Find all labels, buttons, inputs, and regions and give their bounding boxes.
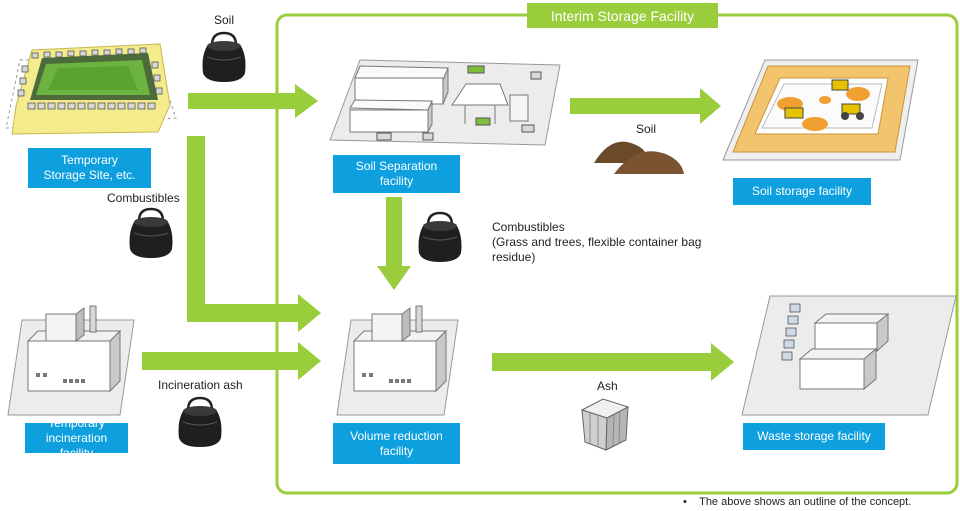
arrow-separation-to-volume-reduction [377, 197, 411, 290]
soil-separation-facility-illustration [329, 59, 561, 146]
ash-container-icon [580, 398, 630, 451]
soil-pile-icon [594, 141, 684, 174]
combustibles-flow-label: Combustibles [107, 191, 180, 205]
footnote-text: The above shows an outline of the concep… [699, 496, 912, 508]
temporary-storage-site-illustration [5, 43, 177, 135]
flexible-container-bag-icon [201, 31, 247, 84]
soil-output-label: Soil [636, 122, 657, 136]
interim-facility-title: Interim Storage Facility [527, 3, 718, 28]
footnote-bullet: • [683, 496, 687, 508]
incineration-ash-label: Incineration ash [158, 378, 243, 392]
flexible-container-bag-icon [177, 396, 223, 449]
temporary-storage-label: Temporary Storage Site, etc. [28, 148, 151, 188]
waste-storage-facility-illustration [741, 295, 957, 416]
flow-arrows [142, 84, 734, 381]
arrow-combustibles-down [187, 136, 321, 332]
footnote: • The above shows an outline of the conc… [683, 496, 911, 508]
arrow-separation-to-soil-storage [570, 88, 721, 124]
soil-separation-label: Soil Separation facility [333, 155, 460, 193]
soil-storage-facility-illustration [722, 59, 919, 161]
temporary-incineration-label: Temporary incineration facility [25, 416, 128, 460]
soil-flow-label: Soil [214, 13, 235, 27]
arrow-soil-to-separation [188, 84, 318, 118]
ash-label: Ash [597, 379, 618, 393]
arrow-ash-to-waste-storage [492, 343, 734, 381]
volume-reduction-label: Volume reduction facility [333, 423, 460, 464]
flexible-container-bag-icon [128, 207, 174, 260]
combustibles-description: Combustibles (Grass and trees, flexible … [492, 220, 702, 264]
arrow-incineration-to-volume-reduction [142, 342, 321, 380]
flexible-container-bag-icon [417, 211, 463, 264]
soil-storage-label: Soil storage facility [733, 178, 871, 205]
temporary-incineration-facility-illustration [7, 305, 135, 416]
volume-reduction-facility-illustration [336, 305, 459, 416]
waste-storage-label: Waste storage facility [743, 423, 885, 450]
